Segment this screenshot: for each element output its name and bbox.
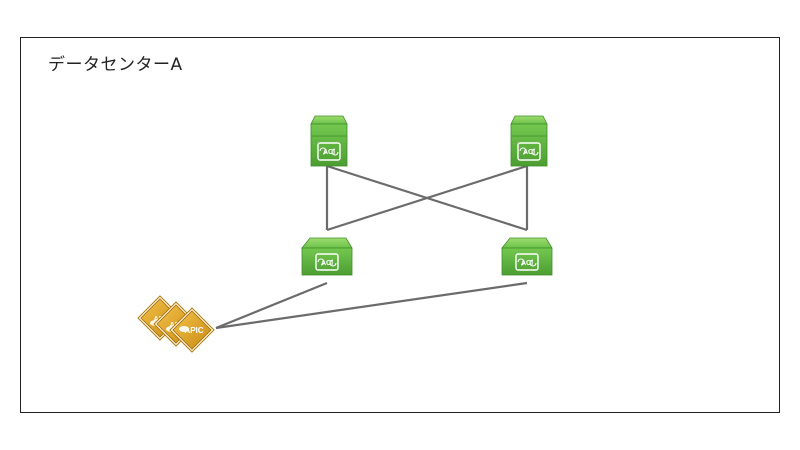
spine-1-label: ACI (323, 149, 335, 156)
spine-2-label: ACI (523, 149, 535, 156)
datacenter-frame (20, 37, 780, 413)
aci-leaf-switch-icon: ACI (301, 237, 353, 276)
aci-spine-switch-icon: ACI (510, 115, 548, 167)
aci-spine-switch-icon: ACI (310, 115, 348, 167)
spine-switch-1[interactable]: ACI (310, 115, 348, 167)
links (215, 164, 529, 330)
link-spine2-leaf1 (326, 164, 528, 232)
datacenter-title: データセンターA (48, 55, 183, 75)
leaf-2-label: ACI (521, 260, 533, 267)
aci-leaf-switch-icon: ACI (501, 237, 553, 276)
link-apic-leaf2 (215, 281, 528, 330)
apic-controller-icon: APIC (169, 307, 215, 353)
link-apic-leaf1 (215, 281, 328, 330)
apic-label-3: APIC (184, 326, 203, 335)
leaf-1-label: ACI (321, 260, 333, 267)
leaf-switch-2[interactable]: ACI (501, 237, 553, 276)
spine-switch-2[interactable]: ACI (510, 115, 548, 167)
apic-cluster[interactable]: APIC APIC APIC (137, 295, 215, 353)
leaf-switch-1[interactable]: ACI (301, 237, 353, 276)
